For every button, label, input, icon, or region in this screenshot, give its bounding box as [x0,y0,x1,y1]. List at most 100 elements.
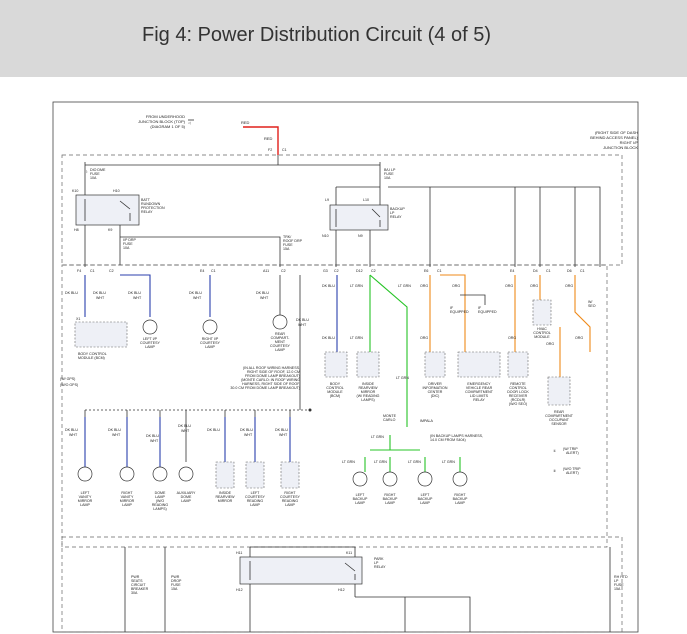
svg-text:CONTROL: CONTROL [533,331,551,335]
svg-text:ALERT): ALERT) [566,471,579,475]
lower-lamp-label: DOME [181,495,192,499]
svg-text:EQUIPPED: EQUIPPED [478,310,497,314]
org-bus [388,186,601,267]
lower-lamp-label: LEFT [81,491,91,495]
svg-text:LT GRN: LT GRN [398,284,411,288]
rcdlr-box [507,351,529,378]
left-ip-courtesy-label: LEFT I/P COURTESY LAMP [140,337,161,349]
batt-rundown-relay-label: BATT RUNDOWN PROTECTION RELAY [141,198,165,214]
svg-text:COURTESY: COURTESY [200,341,221,345]
svg-text:(DIAGRAM 1 OF 5): (DIAGRAM 1 OF 5) [150,124,185,129]
rcdlr-label: REMOTE CONTROL DOOR LOCK RECEIVER (RCDLR… [507,382,529,406]
svg-text:DK BLU: DK BLU [65,291,78,295]
svg-text:DK BLU: DK BLU [108,428,121,432]
wiring-diagram: FROM UNDERHOOD JUNCTION BLOCK (TOP) (DIA… [0,77,687,634]
svg-text:DK BLU: DK BLU [178,424,191,428]
svg-text:DRIVER: DRIVER [428,382,442,386]
svg-text:DROP: DROP [171,579,182,583]
svg-text:INSIDE: INSIDE [362,382,375,386]
svg-text:F4: F4 [77,269,81,273]
svg-text:①: ① [553,449,557,453]
svg-text:COURTESY: COURTESY [140,341,161,345]
svg-text:JUNCTION BLOCK: JUNCTION BLOCK [603,145,638,150]
svg-text:LEFT I/P: LEFT I/P [143,337,158,341]
lower-lamp-label: READING [247,499,264,503]
svg-text:FUSE: FUSE [384,172,394,176]
svg-text:RIGHT SIDE OF ROOF, 12.0 CM: RIGHT SIDE OF ROOF, 12.0 CM [247,370,300,374]
lower-lamp-6 [245,461,265,489]
svg-text:LT GRN: LT GRN [442,460,455,464]
svg-text:ORG: ORG [508,336,516,340]
rear-compartment-label: REAR COMPART- MENT COURTESY LAMP [270,332,291,352]
park-relay-feed [249,546,356,557]
ip-drp-fuse-label: I/P DRP FUSE 10A [123,238,137,250]
svg-text:REAR: REAR [275,332,285,336]
svg-text:JUNCTION BLOCK (TOP): JUNCTION BLOCK (TOP) [138,119,185,124]
svg-text:BREAKER: BREAKER [131,587,149,591]
backup-lamp-label: LEFT [421,493,431,497]
svg-text:D4: D4 [533,269,538,273]
svg-text:RELAY: RELAY [141,210,153,214]
monte-carlo-note: MONTE CARLO [383,414,397,422]
svg-text:CONTROL: CONTROL [326,386,344,390]
backup-lamp-label: BACKUP [453,497,468,501]
pwr-drop-fuse-label: PWR DROP FUSE 15A [171,575,182,591]
svg-text:(W/O TRIP: (W/O TRIP [563,467,581,471]
backup-lamp-label: LEFT [356,493,366,497]
svg-text:RIGHT I/P: RIGHT I/P [202,337,219,341]
backup-lamp-label: LAMP [420,501,430,505]
svg-text:15A: 15A [283,247,290,251]
svg-text:D12: D12 [356,269,363,273]
lower-lamp-label: DOME [155,491,166,495]
svg-text:FROM DOME LAMP BREAKOUT): FROM DOME LAMP BREAKOUT) [245,374,300,378]
emergency-relay-label: EMERGENCY VEHICLE REAR COMPARTMENT LID L… [465,382,494,402]
conn-c1: C1 [282,148,287,152]
svg-text:MIRROR: MIRROR [361,390,376,394]
svg-text:CENTER: CENTER [428,390,443,394]
wo-trip-alert-note: ② (W/O TRIP ALERT) [553,467,581,475]
backup-lamp-label: LAMP [385,501,395,505]
dome-fuse-symbol: ⌇ [86,169,88,174]
svg-text:RECEIVER: RECEIVER [509,394,528,398]
svg-text:LT GRN: LT GRN [408,460,421,464]
backup-lamps-group: LEFTBACKUPLAMPRIGHTBACKUPLAMPLEFTBACKUPL… [353,471,468,505]
svg-text:ORG: ORG [546,342,554,346]
conn-h8: H8 [74,228,79,232]
backup-lp-relay-label: BACKUP LP RELAY [390,207,405,219]
svg-text:LT GRN: LT GRN [350,336,363,340]
svg-text:WHT: WHT [244,433,253,437]
svg-text:10A: 10A [90,176,97,180]
w-seo-note: W/ SEO [588,300,596,308]
svg-text:HVAC: HVAC [537,327,547,331]
wire-labels-lower: DK BLU WHT DK BLU WHT DK BLU WHT DK BLU … [65,424,455,464]
batt-relay-outputs [84,225,121,267]
svg-text:(IN ALL ROOF WIRING HARNESS,: (IN ALL ROOF WIRING HARNESS, [243,366,300,370]
svg-text:(W/ READING: (W/ READING [357,394,380,398]
lower-lamp-2 [119,466,135,482]
svg-text:14.0 CM FROM S404): 14.0 CM FROM S404) [430,438,466,442]
backup-lamp-label: BACKUP [383,497,398,501]
svg-text:C2: C2 [371,269,376,273]
backup-relay-feed [335,186,381,205]
park-lp-relay-label: PARK LP RELAY [374,557,386,569]
lower-lamp-label: LAMP [181,499,191,503]
hvac-label: HVAC CONTROL MODULE [533,327,551,339]
svg-text:C1: C1 [546,269,551,273]
conn-x1: X1 [76,317,80,321]
conn-h11: H11 [236,551,242,555]
diagram-svg: FROM UNDERHOOD JUNCTION BLOCK (TOP) (DIA… [52,101,639,633]
svg-text:ORG: ORG [565,284,573,288]
svg-text:REAR: REAR [554,410,564,414]
svg-text:FUSE: FUSE [123,242,133,246]
svg-text:DK BLU: DK BLU [240,428,253,432]
conn-h12b: H12 [338,588,345,592]
svg-text:WHT: WHT [193,296,202,300]
svg-text:PWR: PWR [171,575,180,579]
lower-lamp-label: LAMP [155,495,165,499]
lower-lamp-label: VANITY [79,495,92,499]
svg-text:C2: C2 [334,269,339,273]
backup-lamp-label: BACKUP [418,497,433,501]
svg-text:15A: 15A [614,587,621,591]
svg-text:EQUIPPED: EQUIPPED [450,310,469,314]
